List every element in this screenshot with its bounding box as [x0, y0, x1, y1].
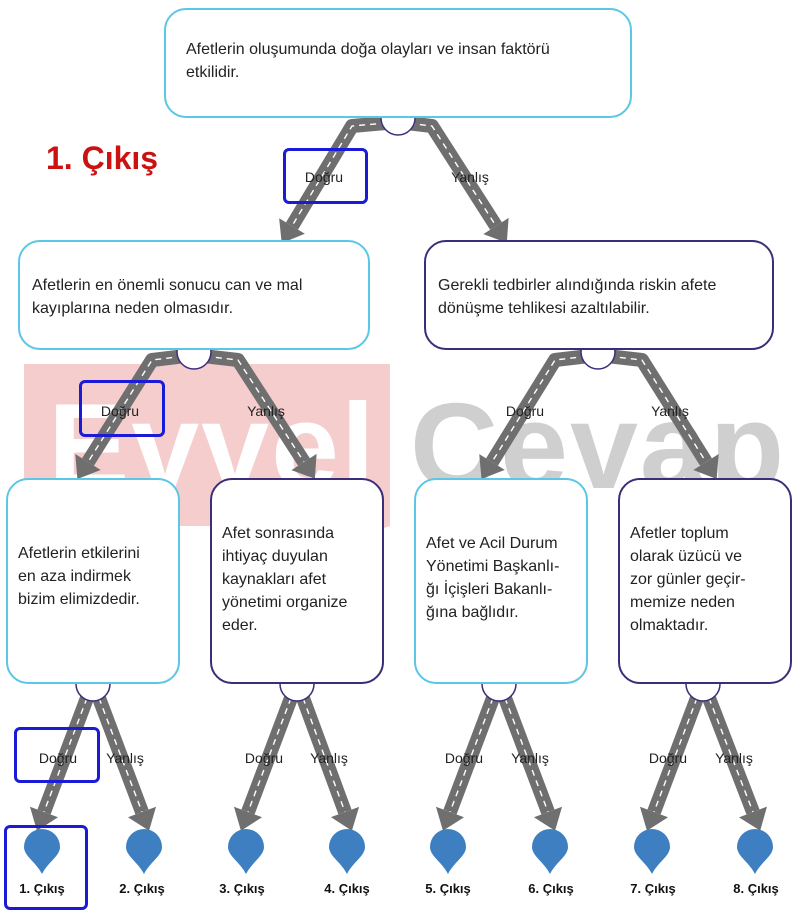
- selected-path-highlight: [283, 148, 368, 204]
- root-line: etkilidir.: [186, 64, 240, 81]
- exit-label: 6. Çıkış: [528, 881, 574, 896]
- false-label: Yanlış: [247, 403, 285, 419]
- exit-label: 7. Çıkış: [630, 881, 676, 896]
- exit-label: 1. Çıkış: [19, 881, 65, 896]
- false-label: Yanlış: [715, 750, 753, 766]
- selected-path-highlight: [14, 727, 100, 783]
- true-label: Doğru: [100, 403, 140, 419]
- true-label: Doğru: [304, 169, 344, 185]
- location-pin-icon: [634, 829, 670, 874]
- road-arrow-false-lane: [302, 697, 346, 813]
- location-pin-icon: [737, 829, 773, 874]
- road-arrow-true-head: [233, 806, 263, 831]
- road-arrow-false-lane: [504, 697, 549, 813]
- statement-box-3a: Afetlerin etkilerini en aza indirmek biz…: [6, 478, 180, 684]
- statement-box-2b: Gerekli tedbirler alındığında riskin afe…: [424, 240, 774, 350]
- road-arrow-false-head: [127, 806, 157, 831]
- statement-line: Afetlerin en önemli sonucu can ve mal: [32, 277, 303, 294]
- exit-label: 5. Çıkış: [425, 881, 471, 896]
- statement-line: Afet sonrasında: [222, 525, 335, 542]
- location-pin-icon: [126, 829, 162, 874]
- selected-exit-highlight: [4, 825, 88, 910]
- road-arrow-false-head: [533, 806, 563, 831]
- true-label: Doğru: [505, 403, 545, 419]
- location-pin-icon: [430, 829, 466, 874]
- root-line: Afetlerin oluşumunda doğa olayları ve in…: [186, 41, 550, 58]
- statement-line: kaynakları afet: [222, 571, 327, 588]
- statement-line: ihtiyaç duyulan: [222, 548, 328, 565]
- road-arrow-false-head: [739, 806, 767, 831]
- statement-line: en aza indirmek: [18, 568, 131, 585]
- road-arrow-true-lane: [449, 697, 494, 813]
- road-arrow-false-head: [330, 806, 360, 831]
- road-arrow-false-lane: [708, 697, 754, 813]
- true-label: Doğru: [38, 750, 78, 766]
- location-pin-icon: [228, 829, 264, 874]
- exit-label: 8. Çıkış: [733, 881, 779, 896]
- road-arrow-true-head: [75, 454, 101, 479]
- false-label: Yanlış: [451, 169, 489, 185]
- road-arrow-true-lane: [43, 697, 88, 813]
- statement-box-2a: Afetlerin en önemli sonucu can ve mal ka…: [18, 240, 370, 350]
- road-arrow-true-lane: [653, 697, 698, 813]
- statement-line: eder.: [222, 617, 258, 634]
- false-label: Yanlış: [651, 403, 689, 419]
- statement-line: kayıplarına neden olmasıdır.: [32, 300, 234, 317]
- statement-box-3d: Afetler toplum olarak üzücü ve zor günle…: [618, 478, 792, 684]
- road-arrow-true-head: [279, 218, 305, 244]
- road-arrow-true-head: [435, 806, 465, 831]
- statement-line: Afet ve Acil Durum: [426, 535, 558, 552]
- statement-line: bizim elimizdedir.: [18, 591, 140, 608]
- true-label: Doğru: [244, 750, 284, 766]
- false-label: Yanlış: [106, 750, 144, 766]
- exit-label: 3. Çıkış: [219, 881, 265, 896]
- true-label: Doğru: [648, 750, 688, 766]
- statement-box-3b: Afet sonrasında ihtiyaç duyulan kaynakla…: [210, 478, 384, 684]
- false-label: Yanlış: [310, 750, 348, 766]
- true-label: Doğru: [444, 750, 484, 766]
- statement-line: dönüşme tehlikesi azaltılabilir.: [438, 300, 650, 317]
- root-statement-box: Afetlerin oluşumunda doğa olayları ve in…: [164, 8, 632, 118]
- exit-label: 2. Çıkış: [119, 881, 165, 896]
- road-arrow-false-head: [483, 217, 509, 243]
- road-arrow-true-head: [29, 806, 59, 831]
- statement-line: ğına bağlıdır.: [426, 604, 519, 621]
- road-arrow-true-head: [639, 806, 669, 831]
- statement-line: memize neden: [630, 594, 735, 611]
- selected-exit-title: 1. Çıkış: [46, 140, 159, 176]
- road-arrow-true-lane: [247, 697, 292, 813]
- statement-line: Afetlerin etkilerini: [18, 545, 140, 562]
- statement-line: Gerekli tedbirler alındığında riskin afe…: [438, 277, 717, 294]
- exit-label: 4. Çıkış: [324, 881, 370, 896]
- road-arrow-false-head: [291, 453, 317, 479]
- statement-line: Yönetimi Başkanlı-: [426, 558, 560, 575]
- selected-path-highlight: [79, 380, 165, 437]
- statement-line: Afetler toplum: [630, 525, 729, 542]
- false-label: Yanlış: [511, 750, 549, 766]
- road-arrow-false-head: [693, 454, 719, 479]
- statement-box-3c: Afet ve Acil Durum Yönetimi Başkanlı- ğı…: [414, 478, 588, 684]
- location-pin-icon: [24, 828, 60, 874]
- statement-line: zor günler geçir-: [630, 571, 746, 588]
- statement-line: olarak üzücü ve: [630, 548, 743, 565]
- statement-line: yönetimi organize: [222, 594, 348, 611]
- statement-line: olmaktadır.: [630, 617, 709, 634]
- road-arrow-true-head: [479, 454, 505, 480]
- location-pin-icon: [532, 829, 568, 874]
- statement-line: ğı İçişleri Bakanlı-: [426, 581, 553, 598]
- location-pin-icon: [329, 829, 365, 874]
- road-arrow-false-lane: [98, 697, 143, 813]
